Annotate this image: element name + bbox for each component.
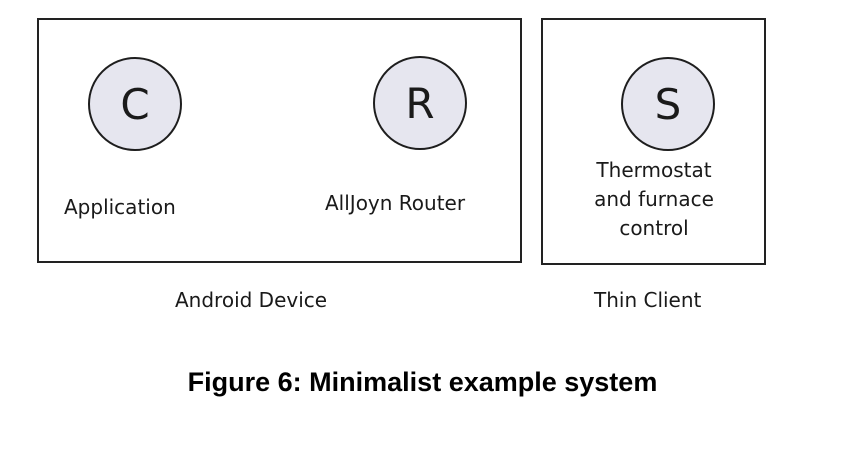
- router-node: R: [373, 56, 467, 150]
- thermostat-label-line: Thermostat: [596, 158, 712, 182]
- android-device-label: Android Device: [175, 288, 328, 312]
- thermostat-label-line: control: [619, 216, 689, 240]
- thin-client-label: Thin Client: [594, 288, 702, 312]
- figure-caption: Figure 6: Minimalist example system: [187, 367, 658, 397]
- client-node: C: [88, 57, 182, 151]
- server-node: S: [621, 57, 715, 151]
- thermostat-label: Thermostat and furnace control: [548, 156, 760, 243]
- alljoyn-router-label: AllJoyn Router: [325, 191, 466, 215]
- thermostat-label-line: and furnace: [594, 187, 714, 211]
- application-label: Application: [64, 195, 176, 219]
